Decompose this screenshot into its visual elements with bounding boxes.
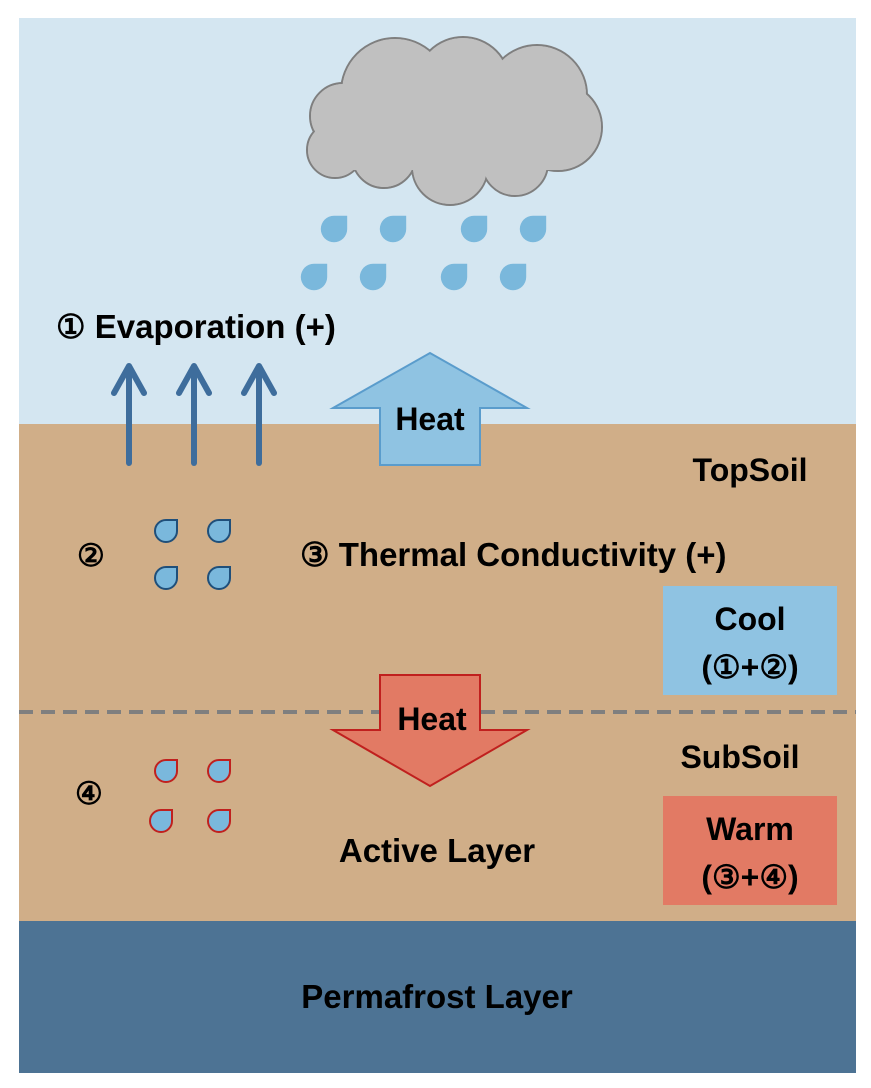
water-drop-icon (207, 759, 231, 783)
arrow-up-icon (176, 363, 212, 466)
heat-down-arrow-icon (329, 674, 531, 788)
rain-drop-icon (300, 263, 328, 291)
water-drop-icon (207, 809, 231, 833)
water-drop-icon (207, 566, 231, 590)
water-drop-icon (207, 519, 231, 543)
topsoil-label: TopSoil (693, 452, 808, 488)
heat-up-label: Heat (395, 401, 465, 437)
warm-box-line2: (③+④) (701, 859, 798, 895)
evaporation-arrows (111, 363, 277, 466)
rain-drop-icon (499, 263, 527, 291)
thermal-conductivity-label: ③ Thermal Conductivity (+) (300, 536, 727, 573)
rain-drop-icon (440, 263, 468, 291)
rain-drop-icon (320, 215, 348, 243)
active-layer-label: Active Layer (339, 832, 535, 869)
heat-down-label: Heat (397, 701, 467, 737)
water-drop-icon (149, 809, 173, 833)
evaporation-label: ① Evaporation (+) (56, 308, 336, 345)
cool-box-line2: (①+②) (701, 649, 798, 685)
water-drop-icon (154, 519, 178, 543)
rain-drop-icon (359, 263, 387, 291)
permafrost-layer (19, 921, 856, 1073)
heat-up-arrow-icon (329, 351, 531, 466)
warm-box (663, 796, 837, 905)
water-drop-icon (154, 759, 178, 783)
subsoil-label: SubSoil (680, 739, 799, 775)
cool-box (663, 586, 837, 695)
rain-drop-icon (519, 215, 547, 243)
permafrost-label: Permafrost Layer (301, 978, 573, 1015)
cool-box-line1: Cool (714, 601, 785, 637)
rain-drop-icon (460, 215, 488, 243)
arrow-up-icon (111, 363, 147, 466)
rain-drop-icon (379, 215, 407, 243)
water-drop-icon (154, 566, 178, 590)
marker-4-label: ④ (75, 776, 103, 811)
warm-box-line1: Warm (706, 811, 794, 847)
arrow-up-icon (241, 363, 277, 466)
marker-2-label: ② (77, 538, 105, 573)
